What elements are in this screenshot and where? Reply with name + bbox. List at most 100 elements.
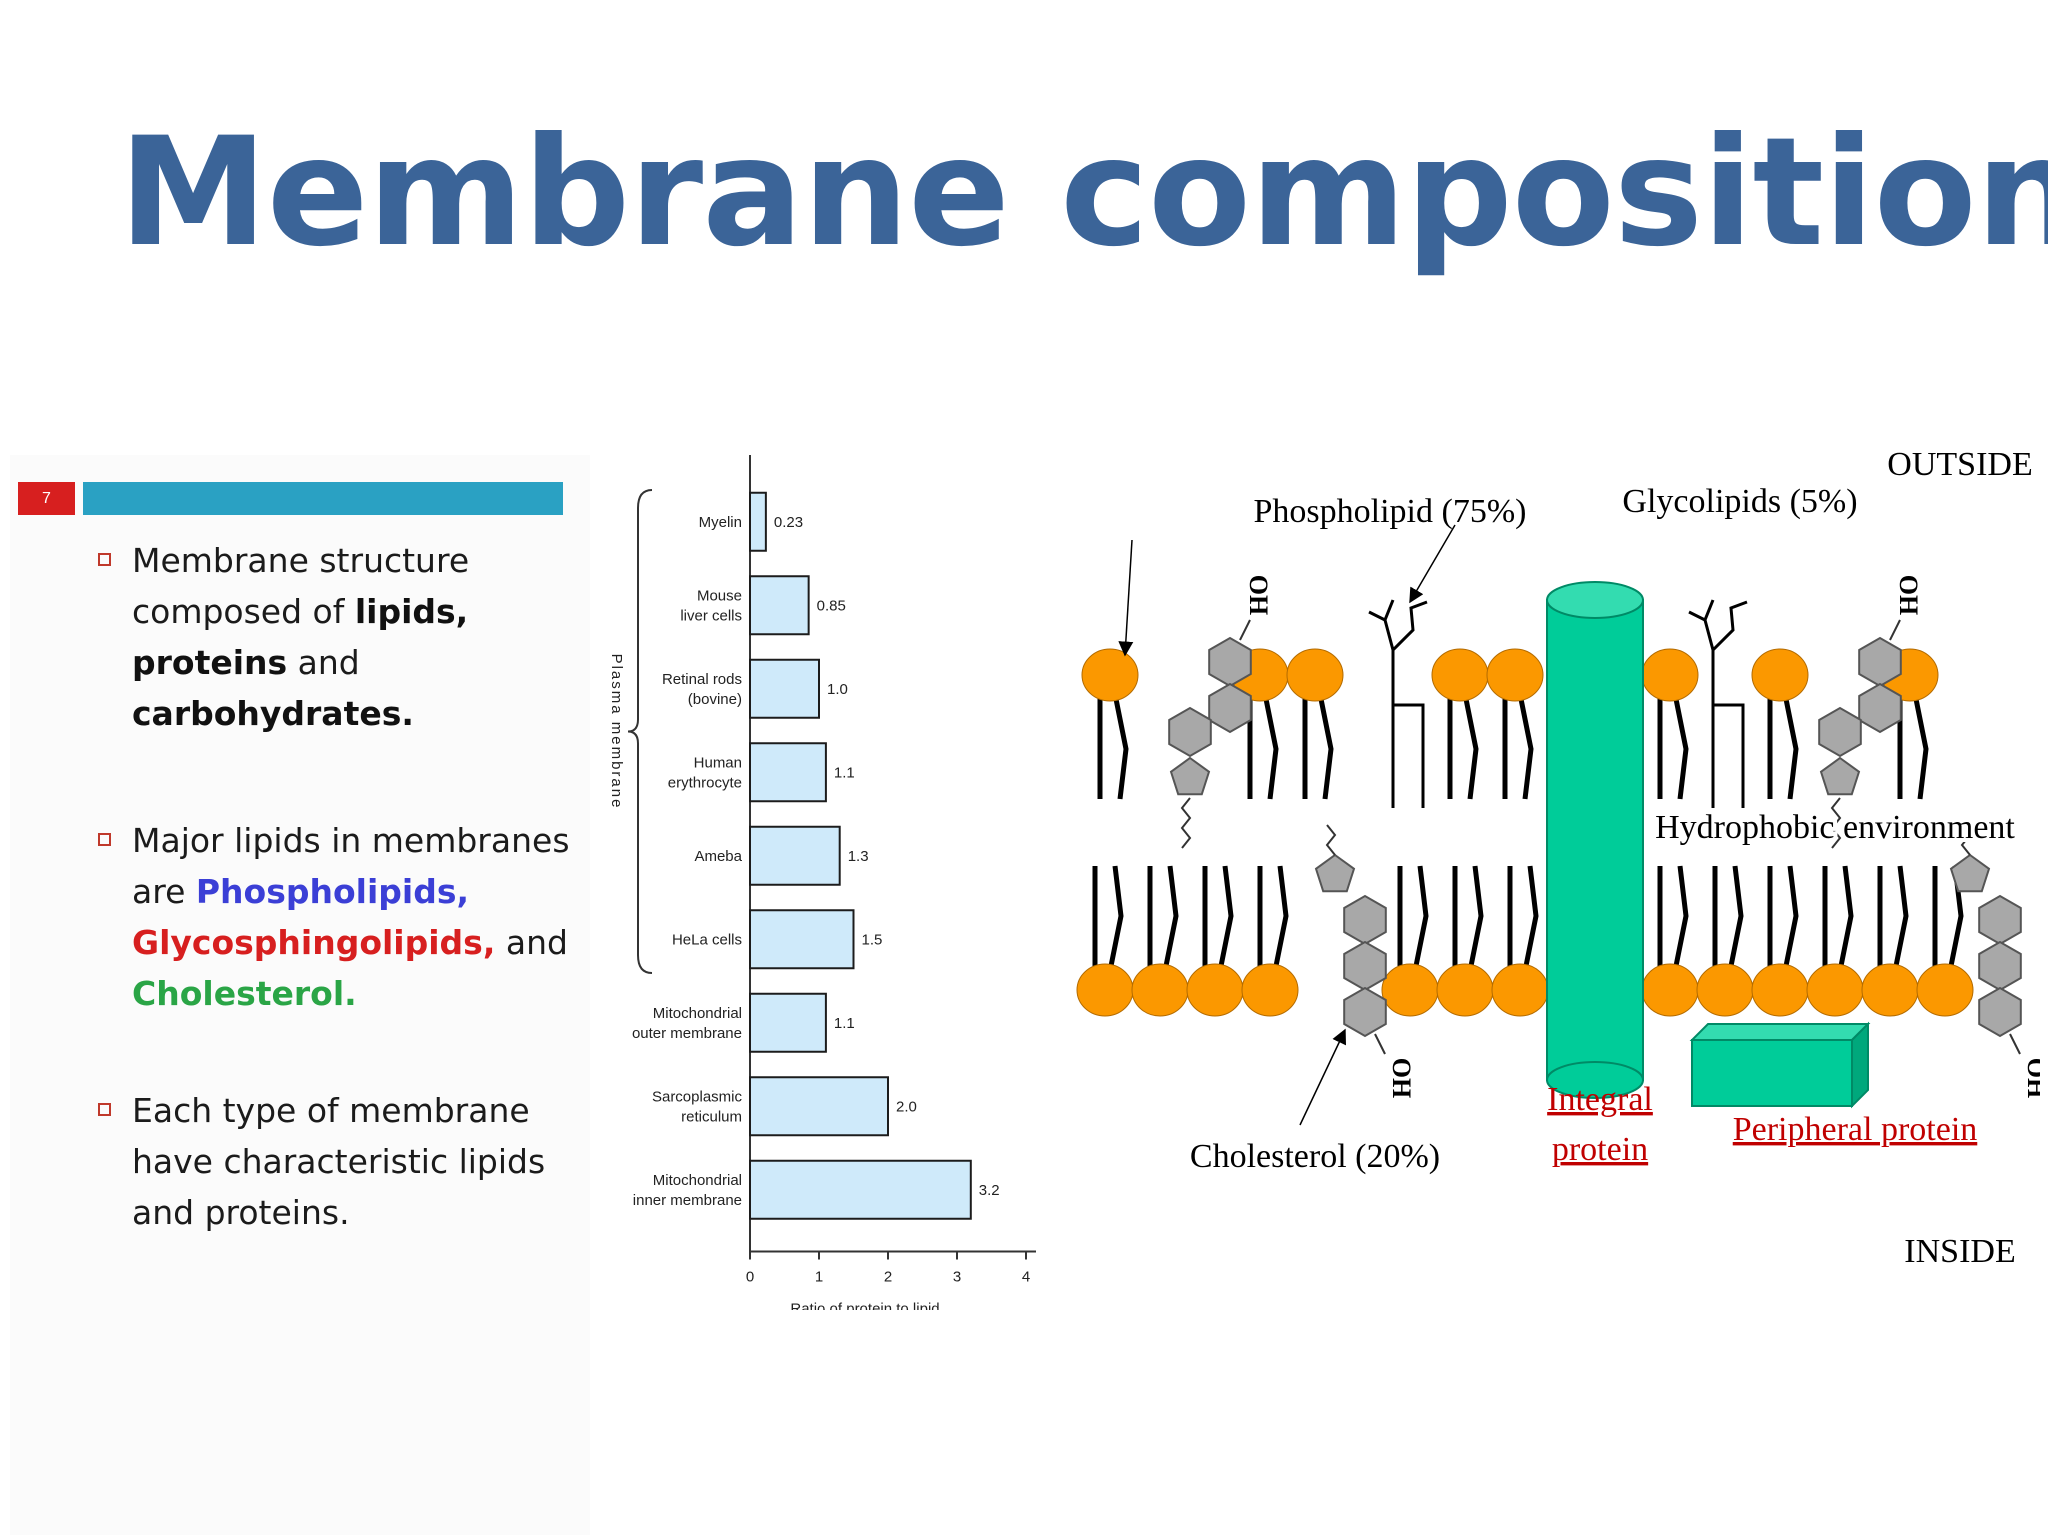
sterol-ring	[1858, 682, 1902, 734]
sterol-ring	[1343, 940, 1387, 992]
sterol-bond	[2009, 1033, 2021, 1055]
bullet-square-icon	[98, 553, 111, 566]
chart-category-label: Sarcoplasmic	[652, 1088, 743, 1105]
chart-category-label: Myelin	[699, 514, 742, 531]
keyword-phospholipids: Phospholipids,	[195, 872, 469, 912]
chart-x-tick-label: 2	[884, 1269, 892, 1286]
bullet-text: Major lipids in membranes are	[132, 821, 570, 912]
sterol-ring	[1978, 986, 2022, 1038]
sterol-ring	[1978, 894, 2022, 946]
sterol-bond	[1889, 619, 1901, 641]
slide-header-bar	[83, 482, 563, 515]
lipid-tail	[1163, 865, 1179, 967]
chart-bar	[749, 909, 855, 970]
keyword-cholesterol: Cholesterol.	[132, 974, 357, 1014]
lipid-tails	[1147, 865, 1179, 967]
phospholipid-arrow	[1118, 539, 1134, 657]
sterol-bond	[1239, 619, 1251, 641]
lipid-tail	[1838, 865, 1854, 967]
sterol-ring	[1314, 853, 1356, 893]
lipid-tails	[1202, 865, 1234, 967]
phospholipid-head	[1861, 963, 1919, 1017]
phospholipid-head	[1436, 963, 1494, 1017]
sterol-chain	[1960, 824, 1972, 856]
lipid-tails	[1397, 865, 1429, 967]
phospholipid-head	[1186, 963, 1244, 1017]
phospholipid-head	[1696, 963, 1754, 1017]
chart-value-label: 0.85	[817, 597, 846, 614]
embedded-slide	[10, 455, 590, 1535]
sterol-ring	[1819, 756, 1861, 796]
sterol-ring	[1343, 894, 1387, 946]
phospholipid-head	[1076, 963, 1134, 1017]
lipid-tails	[1447, 698, 1479, 800]
chart-bar	[749, 1159, 972, 1220]
lipid-tail	[1728, 865, 1744, 967]
outside-label: OUTSIDE	[1887, 446, 2032, 483]
chart-bar	[749, 575, 810, 636]
phospholipid-head	[1241, 963, 1299, 1017]
integral-protein-label-line1: Integral	[1547, 1081, 1653, 1118]
glycolipid-tails	[1711, 703, 1745, 808]
keyword-carbohydrates: carbohydrates.	[132, 694, 414, 734]
integral-protein-bottom	[1546, 1061, 1644, 1099]
lipid-tails	[1452, 865, 1484, 967]
chart-x-tick-label: 0	[746, 1269, 754, 1286]
chart-category-label: Human	[694, 754, 742, 771]
chart-group-label: Plasma membrane	[608, 654, 625, 810]
sterol-chain	[1830, 797, 1842, 849]
chart-x-tick-label: 4	[1022, 1269, 1030, 1286]
phospholipid-head	[1751, 648, 1809, 702]
bullet-major-lipids: Major lipids in membranes are Phospholip…	[98, 815, 570, 1020]
chart-value-label: 2.0	[896, 1098, 917, 1115]
chart-value-label: 1.0	[827, 681, 848, 698]
bullet-membrane-structure: Membrane structure composed of lipids, p…	[98, 535, 570, 740]
bullet-square-icon	[98, 1103, 111, 1116]
phospholipid-label: Phospholipid (75%)	[1254, 493, 1527, 530]
glycolipid-tails	[1391, 703, 1425, 808]
chart-category-label: liver cells	[680, 607, 742, 624]
chart-category-label: reticulum	[681, 1108, 742, 1125]
phospholipid-head	[1806, 963, 1864, 1017]
lipid-tails	[1712, 865, 1744, 967]
lipid-tails	[1657, 865, 1689, 967]
bullet-square-icon	[98, 833, 111, 846]
sterol-ring	[1949, 853, 1991, 893]
peripheral-protein-label: Peripheral protein	[1733, 1111, 1978, 1148]
phospholipid-head	[1751, 963, 1809, 1017]
phospholipid-head	[1641, 648, 1699, 702]
chart-bar	[749, 1076, 889, 1137]
integral-protein-label-line2: protein	[1552, 1131, 1648, 1168]
oh-label: OH	[1894, 575, 1923, 615]
integral-protein-cylinder	[1546, 599, 1644, 1081]
cholesterol-arrow	[1299, 1028, 1346, 1126]
phospholipid-head	[1081, 648, 1139, 702]
lipid-tails	[1097, 698, 1129, 800]
chart-category-label: outer membrane	[632, 1025, 742, 1042]
chart-group-bracket	[627, 489, 653, 974]
lipid-tail	[1463, 698, 1479, 800]
lipid-tail	[1318, 698, 1334, 800]
lipid-tail	[1413, 865, 1429, 967]
phospholipid-head	[1491, 963, 1549, 1017]
lipid-tails	[1822, 865, 1854, 967]
chart-bar	[749, 825, 841, 886]
phospholipid-head	[1286, 648, 1344, 702]
chart-category-label: Ameba	[694, 848, 742, 865]
chart-category-label: inner membrane	[633, 1192, 742, 1209]
lipid-tails	[1092, 865, 1124, 967]
peripheral-protein-top	[1689, 1023, 1871, 1041]
oh-label: OH	[2022, 1058, 2040, 1098]
glycolipid-sugar	[1368, 599, 1428, 652]
oh-label: OH	[1387, 1058, 1416, 1098]
phospholipid-head	[1641, 963, 1699, 1017]
integral-protein-top	[1546, 581, 1644, 619]
slide-number: 7	[18, 482, 75, 515]
bullet-text: and	[287, 643, 360, 683]
bullet-text: Membrane structure composed of	[132, 541, 470, 632]
lipid-tails	[1502, 698, 1534, 800]
glycolipid-sugar	[1688, 599, 1748, 652]
lipid-tail	[1913, 698, 1929, 800]
chart-category-label: Retinal rods	[662, 671, 742, 688]
